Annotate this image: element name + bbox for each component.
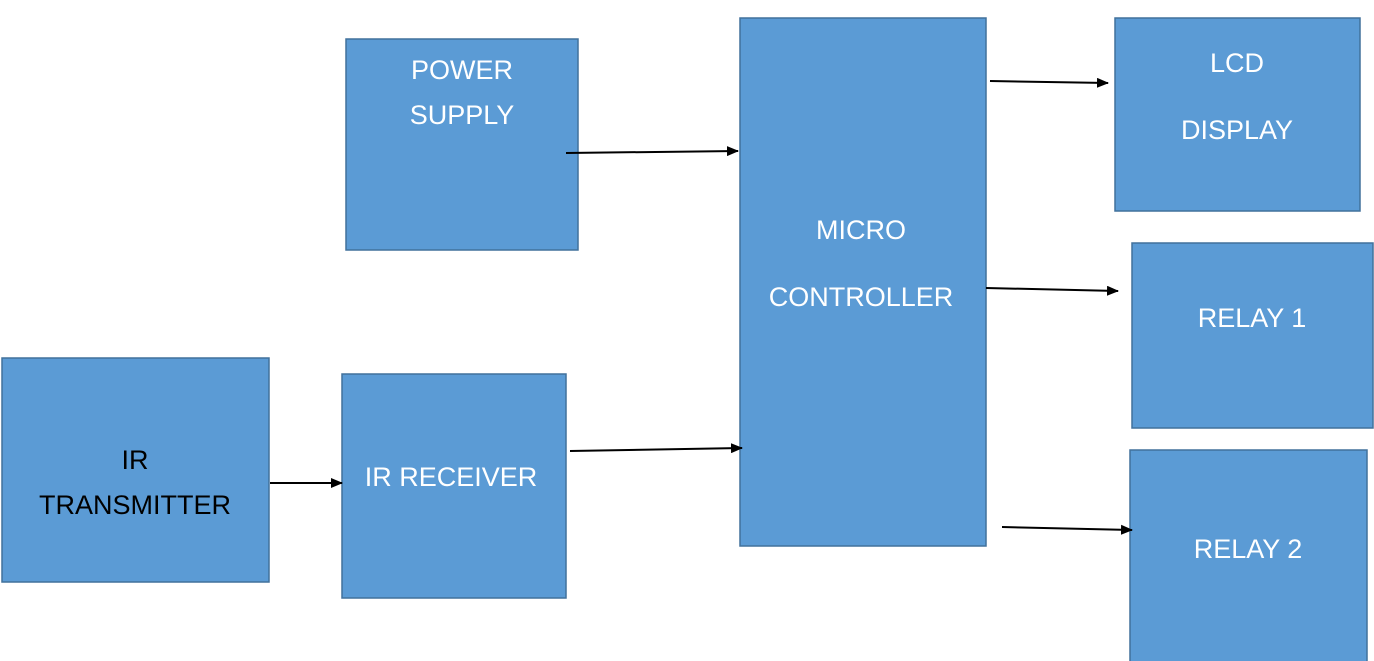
power-supply-label-line1: POWER <box>411 55 513 85</box>
arrow-micro-controller-to-relay-2 <box>1001 524 1133 535</box>
relay-2-block: RELAY 2 <box>1129 449 1368 661</box>
micro-controller-block: MICRO CONTROLLER <box>739 17 987 547</box>
power-supply-label-line2: SUPPLY <box>410 100 515 130</box>
micro-controller-label-line1: MICRO <box>816 215 906 245</box>
arrow-micro-controller-to-lcd-display <box>989 77 1109 88</box>
arrow-ir-receiver-to-micro-controller <box>569 443 743 454</box>
lcd-display-label-line2: DISPLAY <box>1181 115 1293 145</box>
power-supply-block: POWER SUPPLY <box>345 38 579 251</box>
arrow-power-supply-to-micro-controller <box>565 146 739 157</box>
relay-1-block: RELAY 1 <box>1131 242 1374 429</box>
lcd-display-block: LCD DISPLAY <box>1114 17 1361 212</box>
ir-receiver-block: IR RECEIVER <box>341 373 567 599</box>
ir-transmitter-block: IR TRANSMITTER <box>1 357 270 583</box>
ir-transmitter-label-line2: TRANSMITTER <box>39 490 231 520</box>
ir-receiver-label: IR RECEIVER <box>365 462 538 492</box>
ir-transmitter-label-line1: IR <box>122 445 149 475</box>
relay-1-label: RELAY 1 <box>1198 303 1307 333</box>
arrow-micro-controller-to-relay-1 <box>985 285 1119 296</box>
relay-2-label: RELAY 2 <box>1194 534 1303 564</box>
micro-controller-label-line2: CONTROLLER <box>769 282 954 312</box>
lcd-display-label-line1: LCD <box>1210 48 1264 78</box>
